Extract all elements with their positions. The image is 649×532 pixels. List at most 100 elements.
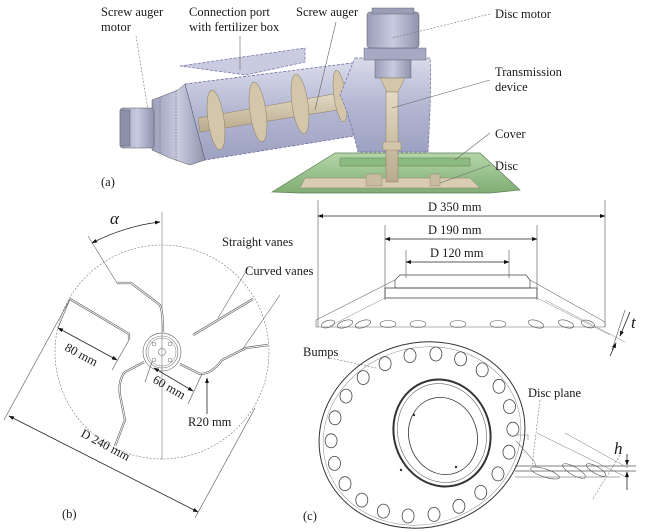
- bump: [475, 362, 489, 378]
- side-bump: [489, 320, 507, 328]
- label-d120mm: D 120 mm: [430, 246, 484, 260]
- bumps: [324, 346, 520, 524]
- disc-bottom-view: [318, 341, 526, 529]
- ext-240-a: [3, 298, 71, 421]
- label-disc: Disc: [495, 159, 518, 173]
- alpha-ref-line: [87, 235, 118, 284]
- ext-240-b: [194, 407, 256, 519]
- bump: [429, 346, 443, 362]
- label-d190mm: D 190 mm: [428, 223, 482, 237]
- bump: [506, 421, 520, 437]
- panel-tag-c: (c): [303, 509, 317, 523]
- side-bump: [409, 320, 427, 328]
- ext-60-a: [144, 361, 153, 383]
- dim-t-upper: [619, 311, 631, 337]
- ext-60-b: [187, 373, 203, 405]
- straight-vane-left: [69, 298, 131, 340]
- panel-a-assembly: Screw auger motor Connection port with f…: [101, 5, 563, 194]
- leader-disc-plane: [531, 399, 541, 467]
- bump: [403, 348, 417, 364]
- bump: [378, 356, 392, 372]
- bump: [324, 433, 338, 449]
- leader-curved-vanes: [241, 294, 281, 351]
- curved-vane-top: [117, 281, 165, 333]
- side-bump: [580, 319, 596, 329]
- label-h: h: [614, 439, 623, 458]
- label-curved-vanes: Curved vanes: [245, 264, 314, 278]
- side-bump: [320, 319, 336, 329]
- bump: [492, 378, 506, 394]
- dim-80: [57, 327, 118, 361]
- straight-vane-right: [192, 298, 254, 336]
- dim-60: [153, 367, 194, 392]
- bump: [454, 351, 468, 367]
- label-r20mm: R20 mm: [188, 415, 232, 429]
- transmission-device: [379, 77, 406, 183]
- ext-80-b: [111, 339, 130, 371]
- leader-straight-vanes: [217, 267, 249, 319]
- ext-t: [611, 309, 626, 351]
- disc-motor: [366, 7, 420, 79]
- panel-b-disc-top-view: α 80 mm 60 mm R20 mm D 240 mm Straight v…: [3, 209, 314, 521]
- panel-tag-b: (b): [62, 507, 77, 521]
- screw-auger: [197, 69, 351, 150]
- side-bump: [558, 319, 574, 329]
- leader-disc: [439, 164, 491, 184]
- label-straight-vanes: Straight vanes: [222, 235, 293, 249]
- label-80mm: 80 mm: [63, 340, 101, 369]
- side-bump: [379, 320, 397, 328]
- label-disc-motor: Disc motor: [495, 7, 552, 21]
- label-t: t: [631, 313, 637, 332]
- label-screw-auger-motor-2: motor: [101, 20, 132, 34]
- bump: [503, 399, 516, 415]
- panel-c-disc-side-view: D 350 mm D 190 mm D 120 mm t: [303, 200, 637, 529]
- bump: [401, 508, 415, 524]
- disc: [299, 173, 481, 189]
- curved-vane-right: [179, 343, 269, 376]
- leader-screw-auger: [314, 21, 337, 111]
- bump: [339, 388, 353, 404]
- leader-disc-motor: [391, 13, 491, 39]
- side-bumps: [320, 319, 596, 329]
- dim-240: [8, 415, 199, 513]
- alpha-symbol: α: [110, 209, 120, 228]
- side-bump: [528, 319, 544, 329]
- disc-outline: [54, 244, 270, 460]
- disc-plane-detail: [515, 432, 636, 501]
- label-d350mm: D 350 mm: [428, 200, 482, 214]
- bump: [376, 503, 390, 519]
- label-cover: Cover: [495, 127, 526, 141]
- screw-auger-motor: [119, 83, 206, 166]
- bump: [328, 410, 342, 426]
- side-bump: [355, 319, 371, 329]
- panel-tag-a: (a): [101, 175, 115, 189]
- label-connection-port-1: Connection port: [189, 5, 270, 19]
- bump: [328, 455, 341, 471]
- label-screw-auger-motor-1: Screw auger: [101, 5, 164, 19]
- leader-cover: [454, 132, 491, 161]
- bump: [491, 466, 505, 482]
- side-bump: [449, 320, 467, 328]
- dim-t-lower: [609, 342, 617, 357]
- disc-plane-axis: [591, 454, 621, 501]
- leader-transmission: [391, 79, 491, 109]
- bump: [452, 498, 466, 514]
- bump: [474, 484, 488, 500]
- leader-bumps: [329, 357, 377, 369]
- label-bumps: Bumps: [303, 345, 339, 359]
- curved-vane-bottom: [113, 361, 145, 447]
- bump: [355, 492, 369, 508]
- bump: [338, 476, 352, 492]
- bump: [502, 444, 516, 460]
- label-disc-plane: Disc plane: [528, 386, 582, 400]
- ext-80-a: [57, 298, 71, 329]
- leader-screw-auger-motor: [135, 35, 149, 111]
- disc-housing: [339, 47, 432, 153]
- alpha-arc: [91, 220, 161, 244]
- label-connection-port-2: with fertilizer box: [189, 20, 280, 34]
- side-bump: [337, 319, 353, 329]
- bump: [356, 370, 370, 386]
- label-transmission-2: device: [495, 80, 528, 94]
- label-screw-auger: Screw auger: [296, 5, 359, 19]
- label-d240mm: D 240 mm: [79, 426, 133, 464]
